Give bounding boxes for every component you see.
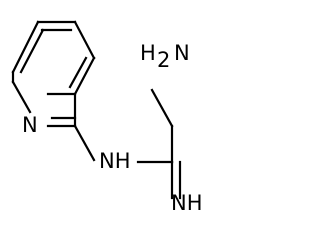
amine-nh2-sub-label: 2 bbox=[157, 48, 170, 72]
pyridine-n-label: N bbox=[22, 113, 38, 137]
pyridine-ring bbox=[11, 20, 96, 114]
molecule-structure: N NH H N 2 NH bbox=[11, 20, 203, 215]
ring-bond-5 bbox=[11, 80, 32, 114]
amine-nh2-h-label: H bbox=[140, 41, 156, 65]
ring-bond-6 bbox=[11, 20, 40, 74]
ring-bond-6-inner bbox=[19, 28, 45, 74]
amine-nh2-n-label: N bbox=[174, 41, 190, 65]
structure-drawing: N NH H N 2 NH bbox=[11, 20, 203, 215]
imine-label: NH bbox=[171, 191, 203, 215]
ch2-nh2-bond bbox=[150, 88, 174, 128]
ring-bond-3 bbox=[73, 56, 96, 96]
amine-nh-label: NH bbox=[99, 149, 131, 173]
ring-bond-2 bbox=[73, 20, 96, 60]
c2-nh-bond bbox=[73, 124, 96, 162]
ring-bond-3-inner bbox=[68, 56, 88, 89]
